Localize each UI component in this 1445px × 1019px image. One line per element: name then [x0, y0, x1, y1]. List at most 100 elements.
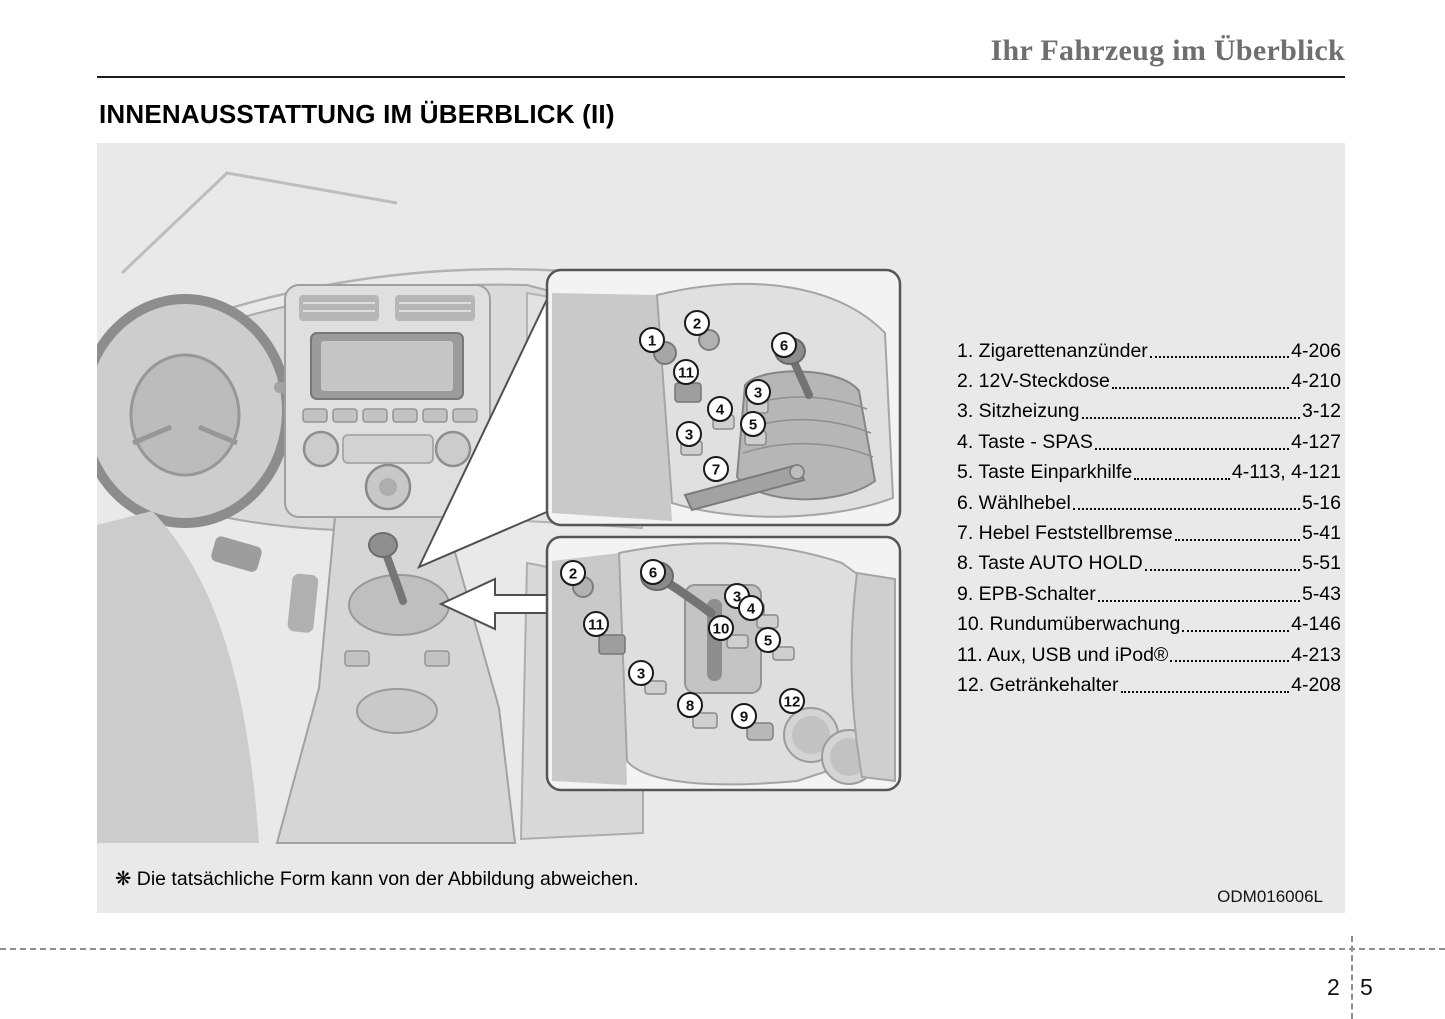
footer-dashed-rule — [0, 948, 1445, 950]
callout-badge: 3 — [628, 660, 654, 686]
callout-number: 2 — [693, 316, 701, 333]
figure-panel: 1 2 6 11 3 4 5 — [97, 143, 1345, 913]
legend-item: 3. Sitzheizung 3-12 — [957, 397, 1341, 427]
legend-item: 2. 12V-Steckdose 4-210 — [957, 366, 1341, 396]
legend-dot-leader — [1168, 640, 1291, 670]
legend-item-label: 5. Taste Einparkhilfe — [957, 461, 1133, 484]
callout-number: 3 — [754, 385, 762, 402]
legend-item: 1. Zigarettenanzünder 4-206 — [957, 336, 1341, 366]
callout-badge: 4 — [707, 396, 733, 422]
callout-number: 4 — [747, 601, 756, 618]
callout-number: 7 — [712, 462, 720, 479]
callout-number: 3 — [685, 427, 693, 444]
callout-badge: 11 — [673, 359, 699, 385]
legend-item: 8. Taste AUTO HOLD 5-51 — [957, 549, 1341, 579]
callout-badge: 7 — [703, 456, 729, 482]
callout-badge: 10 — [708, 615, 734, 641]
legend-dot-leader — [1071, 488, 1302, 518]
callout-number: 11 — [678, 365, 694, 382]
callout-number: 1 — [648, 333, 656, 350]
legend-item: 9. EPB-Schalter 5-43 — [957, 579, 1341, 609]
header-rule — [97, 76, 1345, 78]
callout-badge: 6 — [640, 559, 666, 585]
callout-badge: 11 — [583, 611, 609, 637]
figure-note: ❋ Die tatsächliche Form kann von der Abb… — [115, 868, 639, 890]
legend-item-page: 4-213 — [1291, 643, 1341, 666]
legend-item-label: 9. EPB-Schalter — [957, 582, 1096, 605]
callout-number: 5 — [764, 633, 772, 650]
legend-item-label: 11. Aux, USB und iPod® — [957, 643, 1169, 666]
legend-dot-leader — [1093, 427, 1291, 457]
legend-dot-leader — [1096, 579, 1302, 609]
legend-item-page: 4-127 — [1291, 430, 1341, 453]
callout-number: 11 — [588, 617, 604, 634]
callout-number: 8 — [686, 698, 694, 715]
callout-badge: 4 — [738, 595, 764, 621]
callout-badge: 2 — [684, 310, 710, 336]
legend-item-page: 5-41 — [1301, 522, 1341, 545]
legend-dot-leader — [1180, 610, 1291, 640]
callout-badge: 3 — [676, 421, 702, 447]
page-number-section: 2 — [1327, 974, 1340, 1000]
callout-number: 10 — [713, 621, 730, 638]
callout-number: 2 — [569, 566, 577, 583]
callout-number: 3 — [733, 589, 741, 606]
chapter-header: Ihr Fahrzeug im Überblick — [990, 34, 1345, 67]
callout-number: 5 — [749, 417, 757, 434]
figure-code: ODM016006L — [1217, 887, 1323, 906]
legend-item-page: 5-51 — [1301, 552, 1341, 575]
legend-item-label: 6. Wählhebel — [957, 491, 1071, 514]
legend-item-page: 3-12 — [1301, 400, 1341, 423]
callout-badge: 1 — [639, 327, 665, 353]
callout-badge: 12 — [779, 688, 805, 714]
legend-item-label: 8. Taste AUTO HOLD — [957, 552, 1143, 575]
callout-badge: 2 — [560, 560, 586, 586]
callout-badge: 8 — [677, 692, 703, 718]
legend-item: 4. Taste - SPAS 4-127 — [957, 427, 1341, 457]
legend-item-label: 4. Taste - SPAS — [957, 430, 1093, 453]
callout-number: 9 — [740, 709, 748, 726]
callout-number: 4 — [716, 402, 725, 419]
callout-number: 3 — [637, 666, 645, 683]
page-title: INNENAUSSTATTUNG IM ÜBERBLICK (II) — [99, 99, 615, 129]
legend-item-label: 2. 12V-Steckdose — [957, 370, 1110, 393]
inset-bottom — [545, 535, 902, 792]
legend-item: 6. Wählhebel 5-16 — [957, 488, 1341, 518]
legend-dot-leader — [1119, 670, 1292, 700]
legend-item-label: 1. Zigarettenanzünder — [957, 339, 1148, 362]
legend-dot-leader — [1080, 397, 1302, 427]
legend-item-page: 5-16 — [1301, 491, 1341, 514]
legend-item-page: 4-206 — [1291, 339, 1341, 362]
legend-item: 7. Hebel Feststellbremse 5-41 — [957, 518, 1341, 548]
legend: 1. Zigarettenanzünder 4-206 2. 12V-Steck… — [957, 336, 1341, 701]
legend-dot-leader — [1110, 366, 1291, 396]
legend-item-page: 4-210 — [1291, 370, 1341, 393]
legend-item-label: 12. Getränkehalter — [957, 673, 1119, 696]
legend-dot-leader — [1143, 549, 1302, 579]
legend-item-label: 3. Sitzheizung — [957, 400, 1080, 423]
legend-item: 11. Aux, USB und iPod® 4-213 — [957, 640, 1341, 670]
legend-item-label: 10. Rundumüberwachung — [957, 613, 1181, 636]
legend-item-page: 4-146 — [1291, 613, 1341, 636]
legend-item-page: 4-208 — [1291, 673, 1341, 696]
page-number-page: 5 — [1360, 974, 1373, 1000]
callout-badge: 9 — [731, 703, 757, 729]
callout-badge: 3 — [745, 379, 771, 405]
callout-badge: 5 — [755, 627, 781, 653]
legend-dot-leader — [1148, 336, 1291, 366]
legend-item: 5. Taste Einparkhilfe 4-113, 4-121 — [957, 458, 1341, 488]
footer-dashed-vertical-rule — [1351, 936, 1353, 1019]
callout-number: 6 — [649, 565, 657, 582]
legend-item-page: 4-113, 4-121 — [1231, 461, 1341, 484]
legend-item-page: 5-43 — [1301, 582, 1341, 605]
legend-dot-leader — [1132, 458, 1232, 488]
legend-item-label: 7. Hebel Feststellbremse — [957, 522, 1173, 545]
legend-item: 10. Rundumüberwachung 4-146 — [957, 610, 1341, 640]
callout-number: 12 — [784, 694, 801, 711]
callout-badge: 6 — [771, 332, 797, 358]
callout-badge: 5 — [740, 411, 766, 437]
legend-item: 12. Getränkehalter 4-208 — [957, 670, 1341, 700]
interior-illustration: 1 2 6 11 3 4 5 — [97, 171, 902, 844]
callout-number: 6 — [780, 338, 788, 355]
